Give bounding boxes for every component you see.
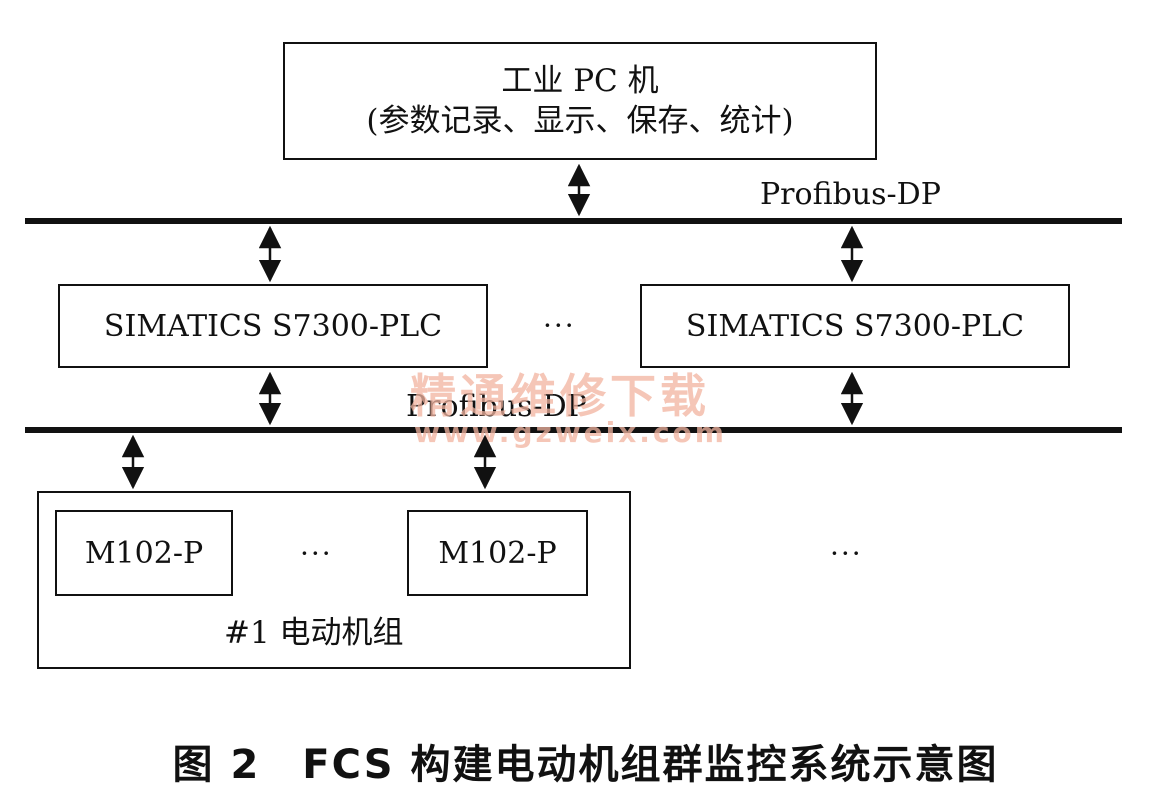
plc-right-box: SIMATICS S7300-PLC: [640, 284, 1070, 368]
module-ellipsis: ···: [300, 537, 333, 570]
plc-ellipsis: ···: [543, 309, 576, 342]
profibus-bottom-label: Profibus-DP: [406, 389, 587, 424]
profibus-top-line: [25, 218, 1122, 224]
figure-caption: 图 2 FCS 构建电动机组群监控系统示意图: [172, 742, 999, 788]
plc-right-label: SIMATICS S7300-PLC: [685, 308, 1025, 344]
module-right-label: M102-P: [438, 535, 557, 571]
module-right-box: M102-P: [407, 510, 588, 596]
industrial-pc-box: 工业 PC 机 (参数记录、显示、保存、统计): [283, 42, 877, 160]
industrial-pc-subtitle: (参数记录、显示、保存、统计): [366, 103, 794, 139]
plc-left-label: SIMATICS S7300-PLC: [103, 308, 443, 344]
motor-unit-group-label: #1 电动机组: [224, 615, 404, 651]
group-ellipsis: ···: [830, 537, 863, 570]
plc-left-box: SIMATICS S7300-PLC: [58, 284, 488, 368]
industrial-pc-title: 工业 PC 机: [501, 62, 659, 99]
module-left-label: M102-P: [84, 535, 204, 571]
module-left-box: M102-P: [55, 510, 233, 596]
profibus-top-label: Profibus-DP: [760, 177, 941, 212]
profibus-bottom-line: [25, 427, 1122, 433]
